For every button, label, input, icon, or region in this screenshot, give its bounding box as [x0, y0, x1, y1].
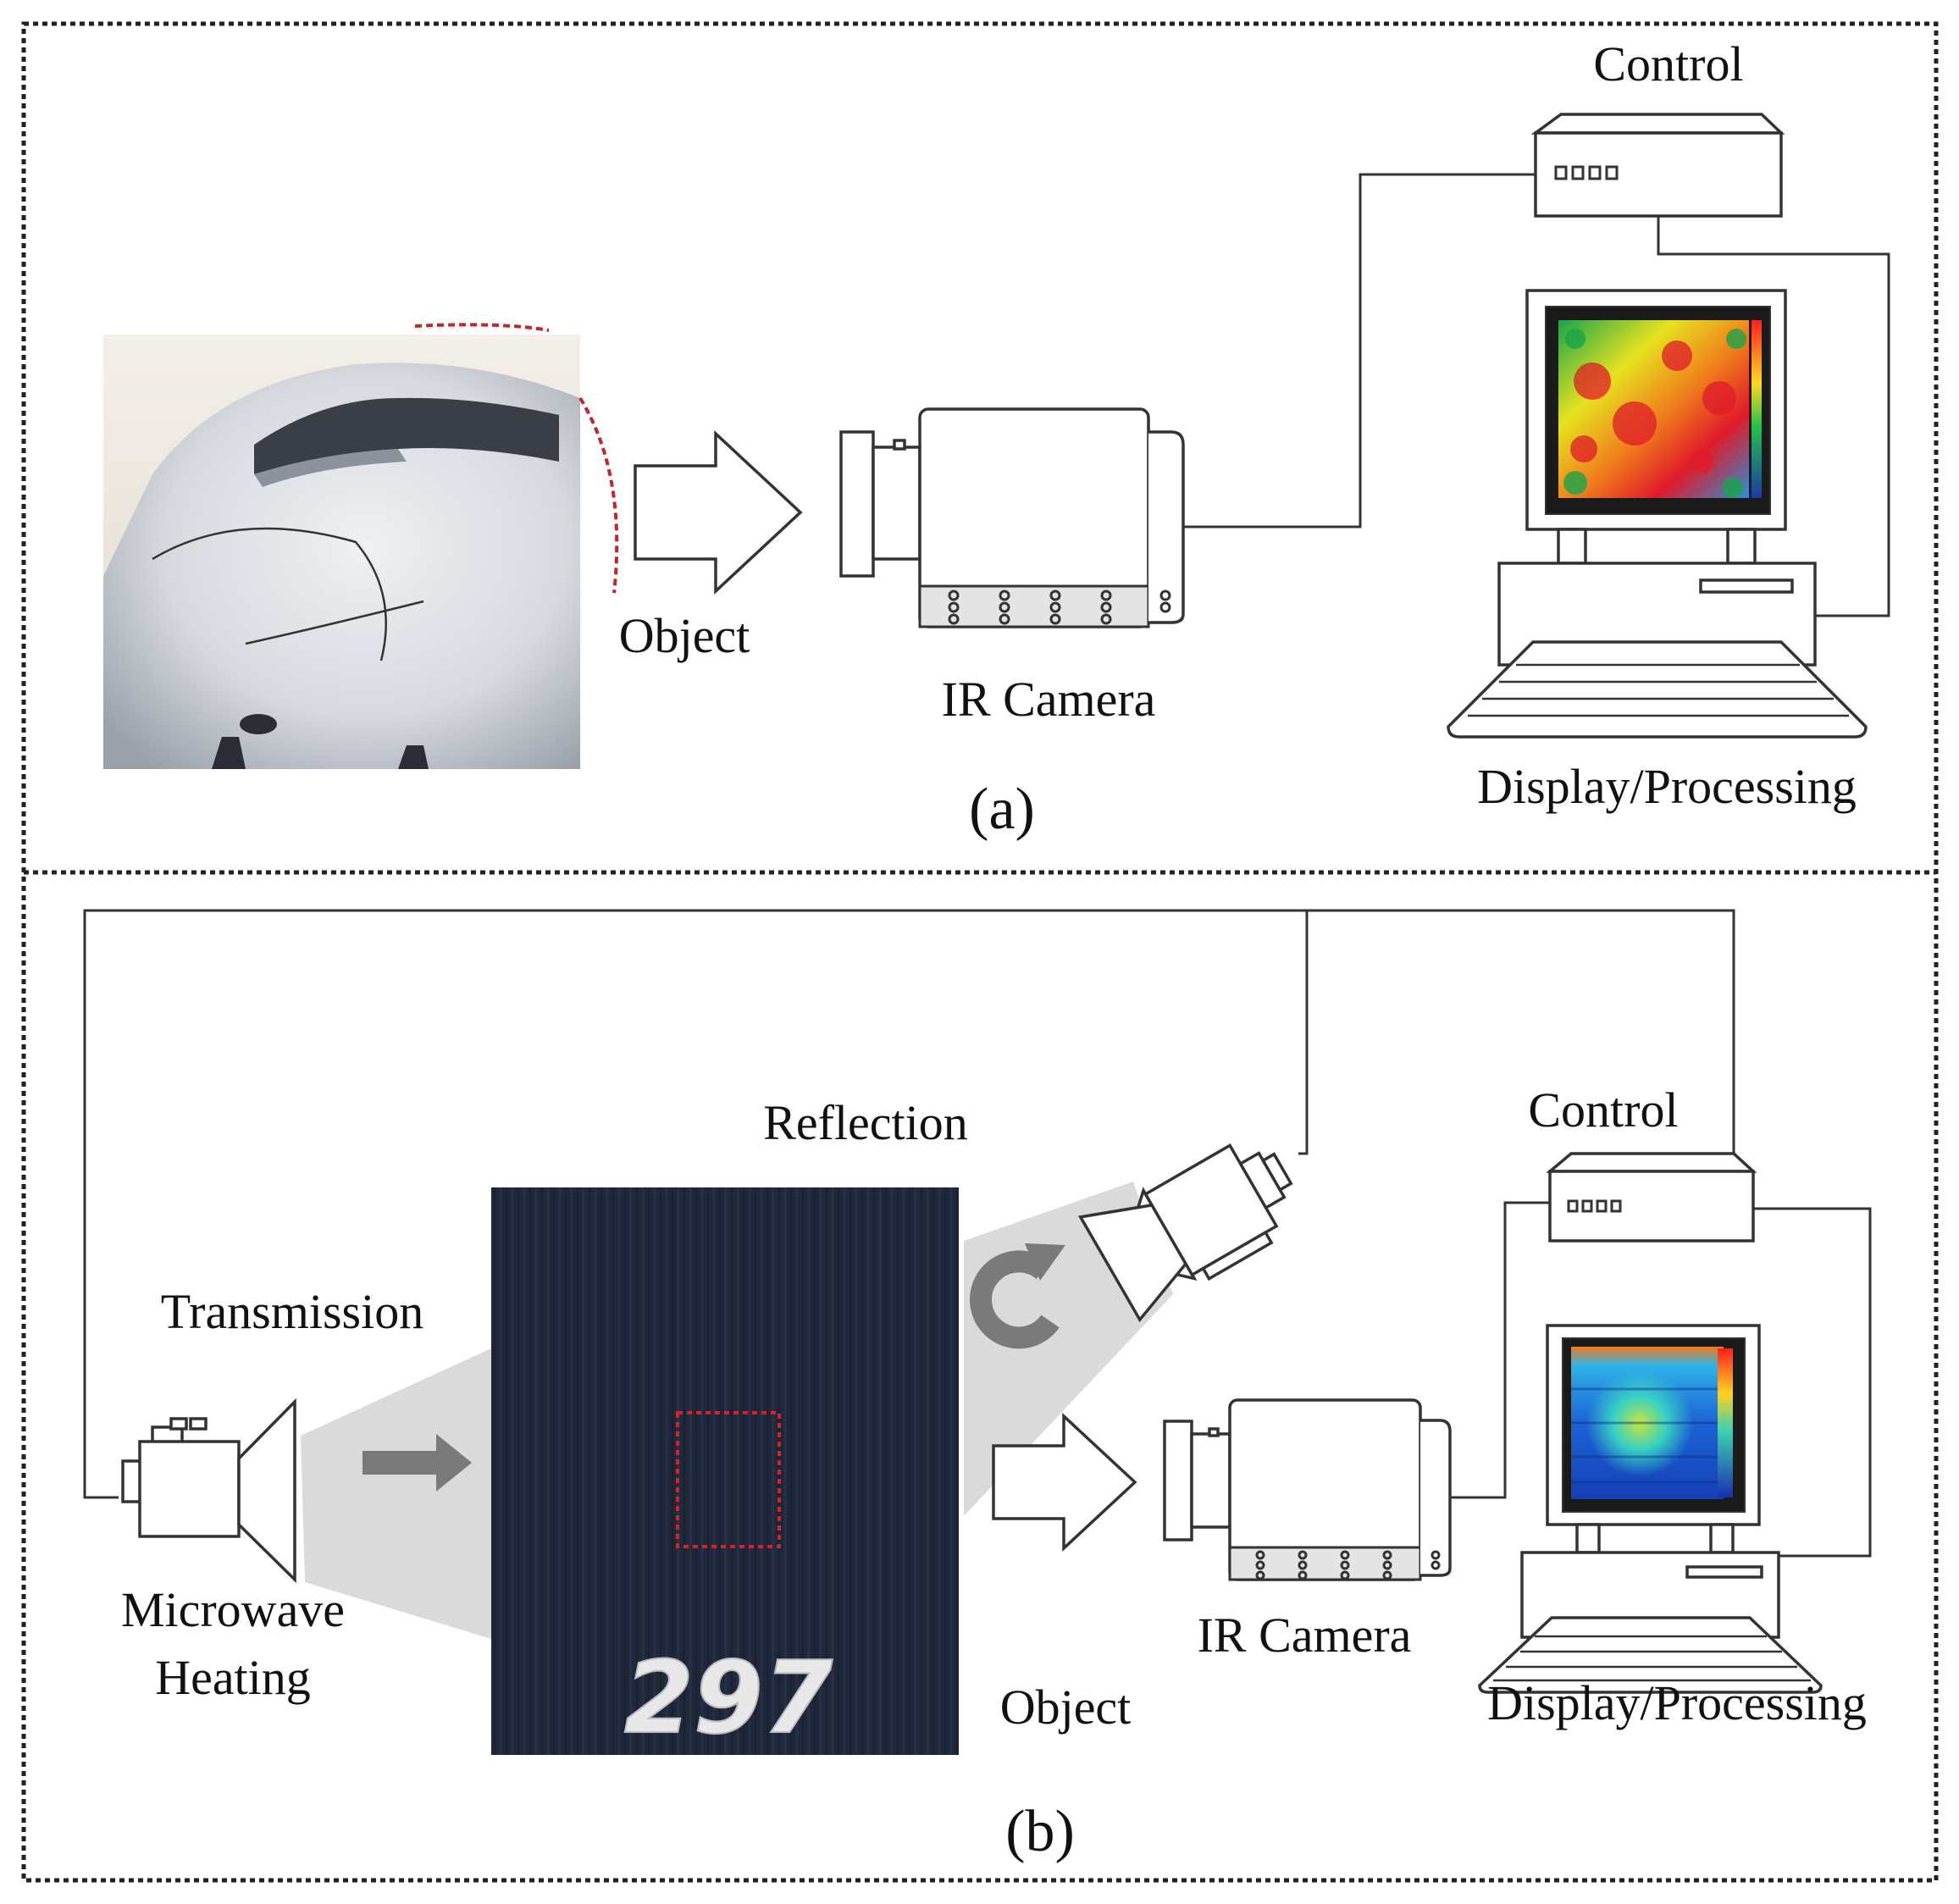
reflection-ir-camera-icon [1077, 1143, 1293, 1323]
rotate-arrow-icon [970, 1243, 1065, 1349]
block-arrow-icon-b [992, 1412, 1137, 1553]
sample-panel: 297 [491, 1187, 959, 1757]
microwave-horn-icon [121, 1398, 296, 1584]
caption-b: (b) [1005, 1799, 1075, 1864]
thermal-image-icon [1558, 320, 1762, 498]
defect-region [676, 1411, 781, 1548]
thermal-image-icon-b [1571, 1347, 1733, 1499]
wire-control-to-computer [1657, 216, 1890, 617]
microwave-label-2: Heating [155, 1650, 311, 1705]
computer-monitor-icon-b [1478, 1324, 1823, 1694]
control-box-icon-b [1546, 1152, 1757, 1243]
sample-marking: 297 [624, 1639, 833, 1756]
wire-control-to-computer-b [1753, 1207, 1872, 1558]
ir-camera-label-a: IR Camera [942, 672, 1156, 727]
wire-reflection-camera [1298, 910, 1309, 1155]
display-label-b: Display/Processing [1487, 1675, 1867, 1730]
display-label-a: Display/Processing [1477, 759, 1857, 814]
microwave-label-1: Microwave [121, 1582, 345, 1637]
control-box-icon [1530, 113, 1785, 218]
airplane-nose-photo [103, 323, 619, 769]
wire-camera-to-control-b [1450, 1201, 1550, 1499]
outer-frame [21, 21, 1939, 1883]
transmission-beam [301, 1348, 491, 1639]
ir-camera-icon-b [1163, 1398, 1452, 1581]
transmission-label: Transmission [161, 1284, 424, 1339]
ir-camera-icon [839, 407, 1185, 628]
block-arrow-icon [634, 429, 803, 595]
panel-a: Object IR Camera [103, 36, 1890, 842]
control-label-b: Control [1528, 1082, 1678, 1137]
object-label-b: Object [1000, 1680, 1132, 1735]
panel-b: 297 Transmission Microwave Heating Refle… [83, 909, 1872, 1864]
computer-monitor-icon [1447, 289, 1868, 739]
wire-top-loop [83, 909, 1735, 1499]
control-label-a: Control [1593, 36, 1743, 91]
reflection-label: Reflection [763, 1095, 968, 1150]
object-label-a: Object [619, 608, 750, 663]
wire-camera-to-control [1183, 173, 1536, 529]
gray-arrow-icon [362, 1434, 472, 1492]
caption-a: (a) [969, 777, 1035, 842]
ir-camera-label-b: IR Camera [1198, 1608, 1412, 1663]
